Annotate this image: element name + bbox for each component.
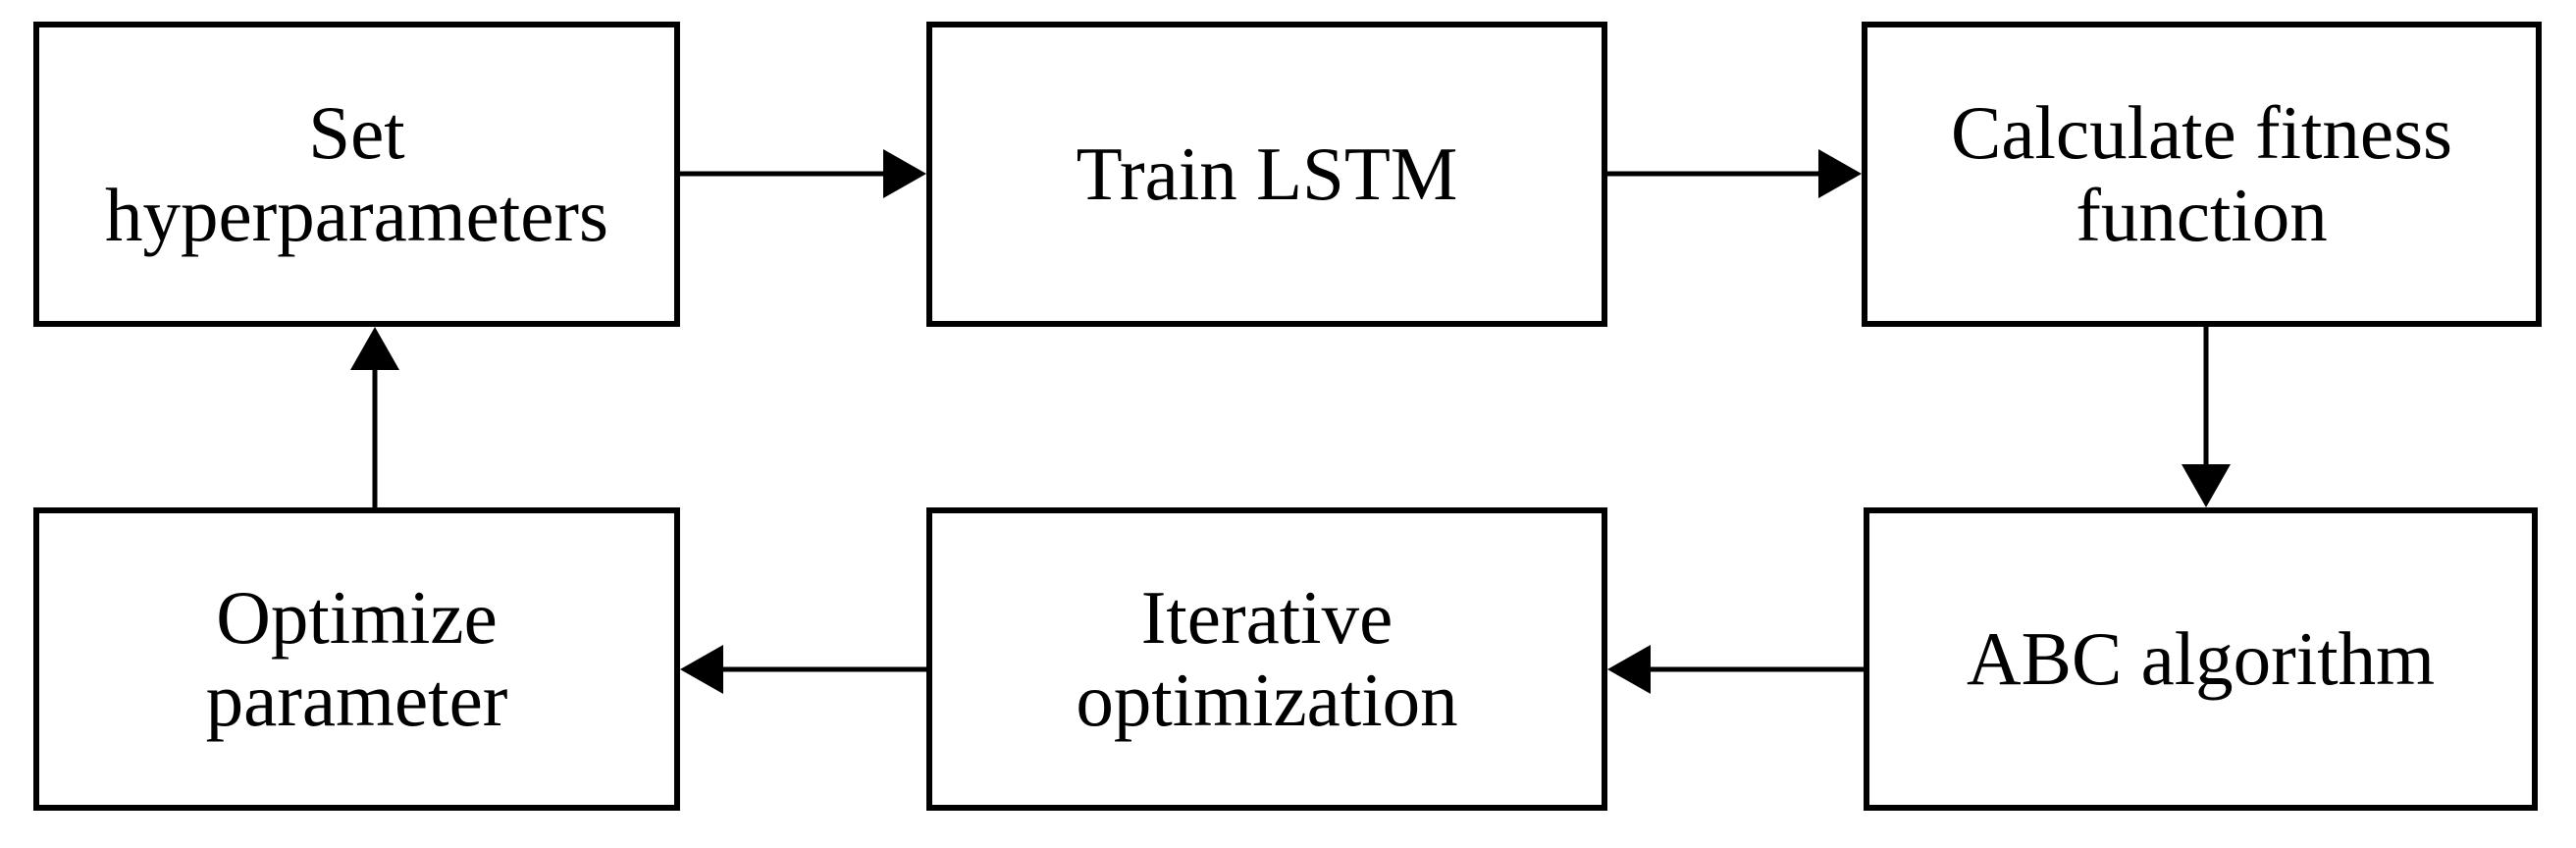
- node-calculate-fitness-function: Calculate fitness function: [1862, 22, 2542, 327]
- arrowhead-right-icon: [1818, 149, 1862, 198]
- arrowhead-left-icon: [1607, 645, 1651, 694]
- node-abc-algorithm: ABC algorithm: [1864, 507, 2538, 811]
- edge-set-to-train: [680, 149, 926, 198]
- arrowhead-up-icon: [350, 327, 399, 370]
- node-label: ABC algorithm: [1967, 615, 2435, 701]
- edge-train-to-calc: [1607, 149, 1862, 198]
- node-train-lstm: Train LSTM: [926, 22, 1607, 327]
- edge-abc-to-iter: [1607, 645, 1864, 694]
- node-label: Train LSTM: [1076, 131, 1458, 216]
- edge-iter-to-opt: [680, 645, 926, 694]
- node-label: Calculate fitness function: [1950, 90, 2453, 257]
- node-label: Optimize parameter: [205, 575, 508, 742]
- node-iterative-optimization: Iterative optimization: [926, 507, 1607, 811]
- node-optimize-parameter: Optimize parameter: [33, 507, 680, 811]
- node-label: Set hyperparameters: [104, 90, 609, 257]
- node-label: Iterative optimization: [1076, 575, 1458, 742]
- edge-opt-to-set: [350, 327, 399, 507]
- arrowhead-down-icon: [2182, 464, 2231, 507]
- arrowhead-right-icon: [883, 149, 926, 198]
- arrowhead-left-icon: [680, 645, 723, 694]
- edge-calc-to-abc: [2182, 327, 2231, 507]
- node-set-hyperparameters: Set hyperparameters: [33, 22, 680, 327]
